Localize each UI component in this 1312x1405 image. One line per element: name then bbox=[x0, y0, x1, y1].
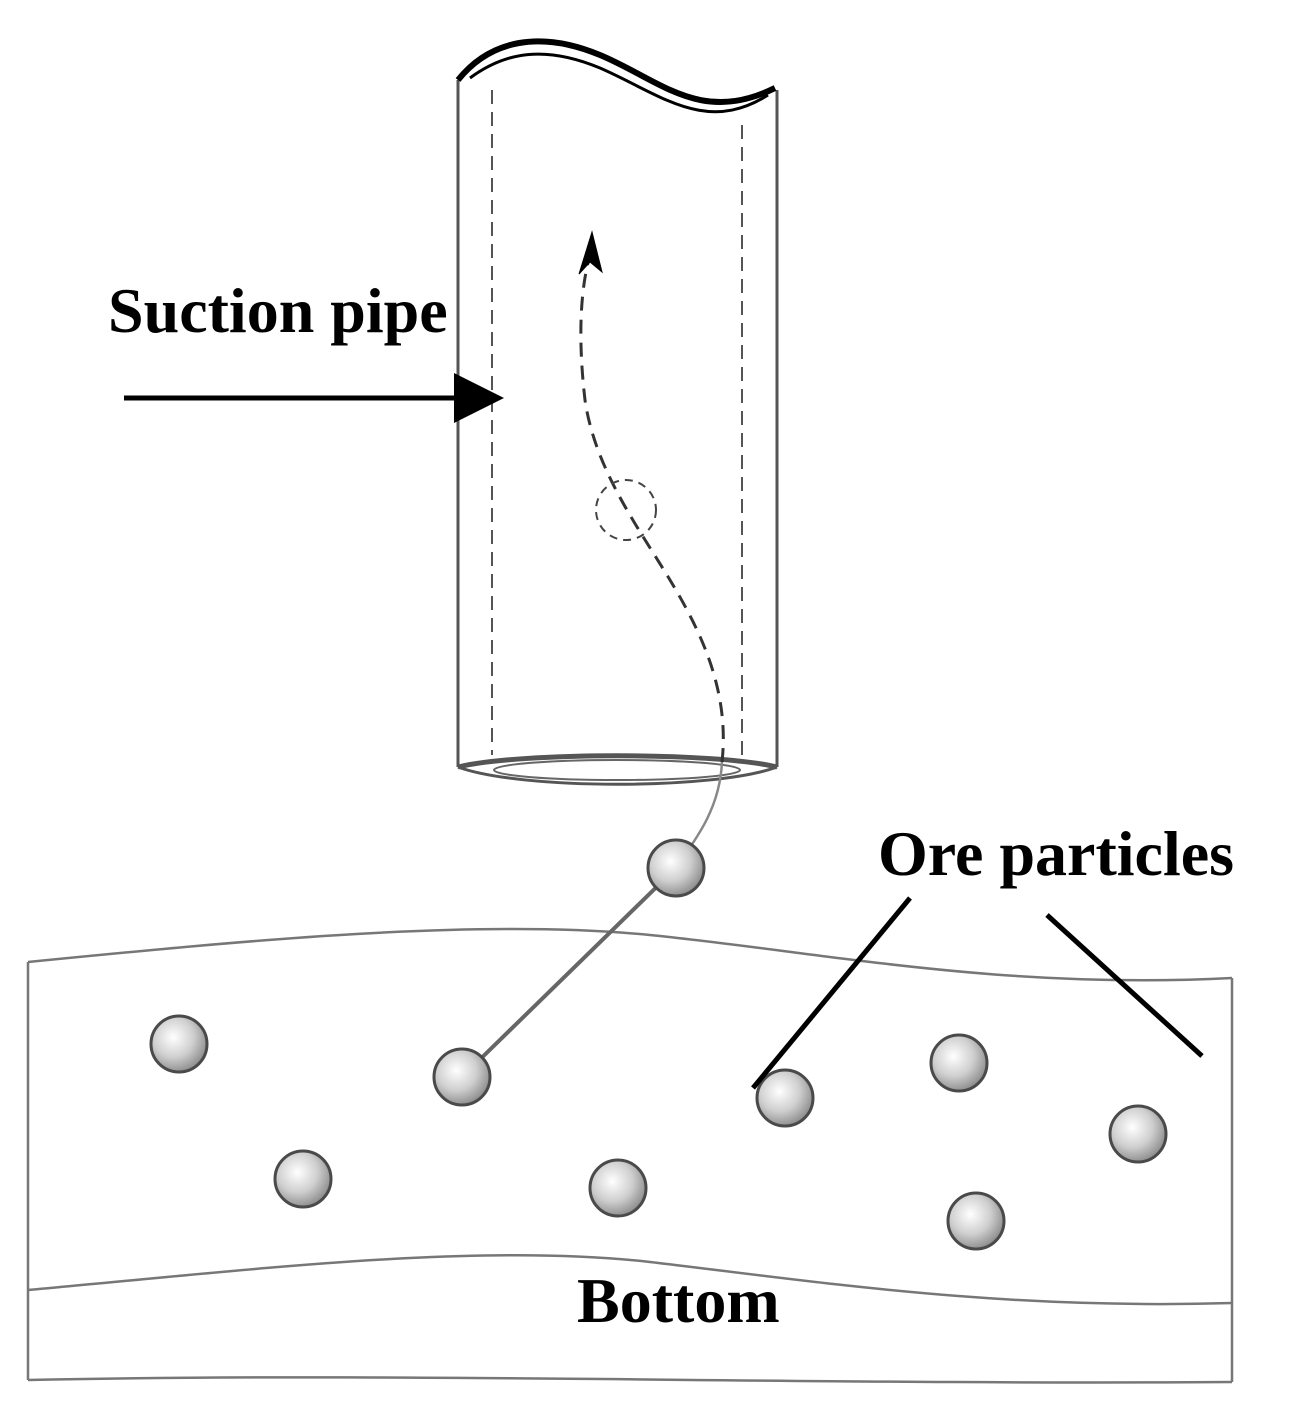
pipe-mouth-front bbox=[457, 765, 778, 786]
ore-particle bbox=[149, 1014, 209, 1074]
ghost-particle bbox=[595, 479, 657, 541]
particle-lift-path bbox=[460, 866, 678, 1079]
ore-particles bbox=[149, 838, 1168, 1251]
ore-particle bbox=[946, 1191, 1006, 1251]
pipe-mouth-back bbox=[457, 753, 778, 770]
seabed-base-edge bbox=[27, 1376, 1233, 1384]
ore-particle bbox=[646, 838, 706, 898]
ore-particle bbox=[755, 1068, 815, 1128]
seabed-layer bbox=[26, 927, 1234, 1384]
ore-particle bbox=[929, 1033, 989, 1093]
pipe-broken-top-inner bbox=[469, 52, 769, 114]
trajectory-dashed-segment bbox=[579, 254, 725, 763]
seabed-top-surface bbox=[27, 927, 1233, 982]
suction-pipe bbox=[455, 38, 779, 786]
pipe-broken-top bbox=[455, 38, 777, 106]
ore-particles-pointer-right bbox=[1045, 913, 1204, 1058]
seabed-bottom-line bbox=[27, 1253, 1233, 1306]
bottom-label: Bottom bbox=[577, 1265, 780, 1336]
suction-pipe-label: Suction pipe bbox=[108, 275, 448, 346]
ore-particle bbox=[588, 1158, 648, 1218]
ore-particles-label: Ore particles bbox=[878, 818, 1234, 889]
ore-particle bbox=[1108, 1104, 1168, 1164]
pipe-mouth-opening bbox=[493, 759, 741, 781]
ore-particles-pointer-left bbox=[751, 896, 912, 1090]
particle-trajectory bbox=[578, 230, 725, 869]
trajectory-arrowhead bbox=[578, 230, 603, 275]
ore-particle bbox=[432, 1047, 492, 1107]
ore-particle bbox=[273, 1149, 333, 1209]
